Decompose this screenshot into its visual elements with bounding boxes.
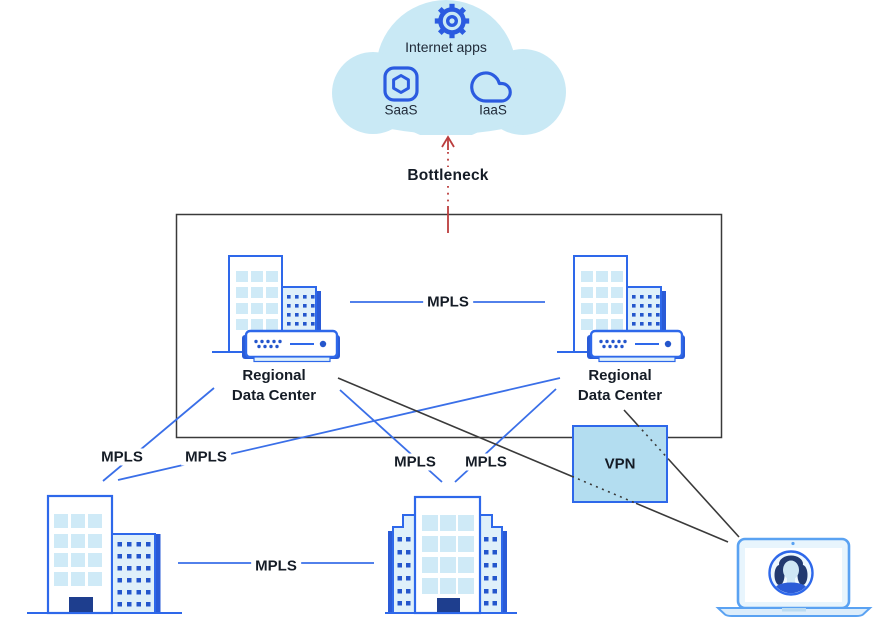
internet-cloud <box>332 0 566 135</box>
cloud-shape <box>332 0 566 135</box>
mpls-label-core: MPLS <box>423 293 473 311</box>
iaas-label: IaaS <box>479 102 507 118</box>
tunnel-right-solid-1 <box>623 409 639 426</box>
mpls-label-center-2: MPLS <box>461 453 511 471</box>
mpls-label-left-1: MPLS <box>97 448 147 466</box>
mpls-label-bottom: MPLS <box>251 557 301 575</box>
arrow-head <box>441 135 455 148</box>
saas-label: SaaS <box>384 102 418 118</box>
branch-office-left <box>25 494 184 615</box>
branch-office-center <box>385 495 517 615</box>
tunnel-left-solid-1 <box>337 377 573 478</box>
cloud-icon <box>470 71 512 103</box>
mpls-label-left-2: MPLS <box>181 448 231 466</box>
hexagon-app-icon <box>383 66 419 102</box>
cloud-title: Internet apps <box>405 39 487 55</box>
bottleneck-label: Bottleneck <box>403 167 493 185</box>
mpls-link-left-short <box>102 387 215 482</box>
bottleneck-arrow <box>441 135 455 233</box>
vpn-label: VPN <box>604 455 636 473</box>
regional-dc-right-label: Regional Data Center <box>577 367 663 404</box>
regional-dc-left-label: Regional Data Center <box>231 367 317 404</box>
gear-icon <box>434 3 470 39</box>
regional-data-center-right <box>556 254 687 363</box>
mpls-label-center-1: MPLS <box>390 453 440 471</box>
regional-data-center-left <box>211 254 342 363</box>
remote-user-laptop <box>703 518 873 618</box>
